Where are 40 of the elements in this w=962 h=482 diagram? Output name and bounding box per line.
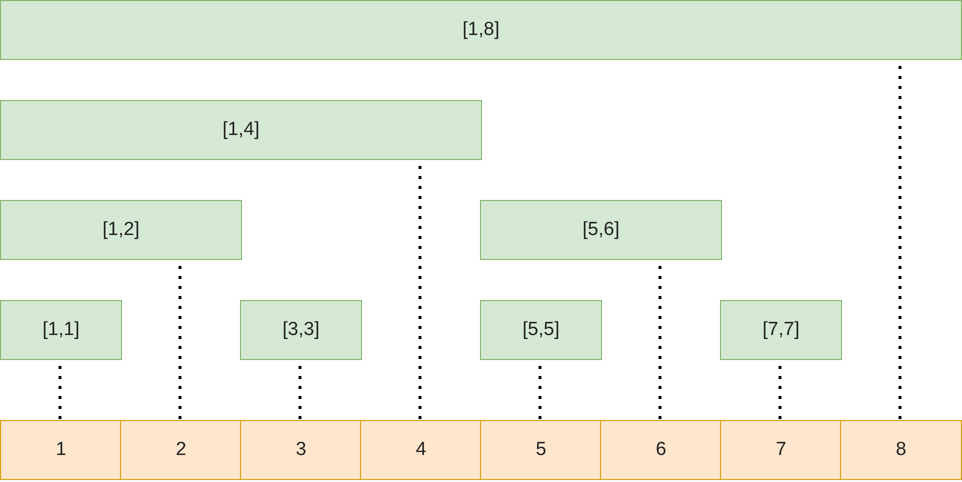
array-cell — [0, 420, 122, 480]
index-number: 6 — [656, 439, 666, 461]
range-label: [1,2] — [102, 219, 140, 241]
dotted-connector — [538, 366, 542, 420]
range-box — [0, 200, 242, 260]
index-number: 2 — [176, 439, 186, 461]
range-label: [1,1] — [42, 319, 80, 341]
range-box — [240, 300, 362, 360]
array-cell — [240, 420, 362, 480]
index-number: 1 — [56, 439, 66, 461]
dotted-connector — [418, 166, 422, 420]
dotted-connector — [778, 366, 782, 420]
range-label: [7,7] — [762, 319, 800, 341]
range-box — [0, 0, 962, 60]
dotted-connector — [178, 266, 182, 420]
array-cell — [840, 420, 962, 480]
range-label: [5,5] — [522, 319, 560, 341]
dotted-connector — [298, 366, 302, 420]
array-cell — [720, 420, 842, 480]
index-number: 3 — [296, 439, 306, 461]
range-box — [480, 200, 722, 260]
range-box — [0, 100, 482, 160]
range-label: [3,3] — [282, 319, 320, 341]
array-cell — [600, 420, 722, 480]
range-box — [0, 300, 122, 360]
dotted-connector — [58, 366, 62, 420]
dotted-connector — [658, 266, 662, 420]
index-number: 5 — [536, 439, 546, 461]
index-number: 8 — [896, 439, 906, 461]
range-label: [1,4] — [222, 119, 260, 141]
range-box — [720, 300, 842, 360]
dotted-connector — [898, 66, 902, 420]
array-cell — [480, 420, 602, 480]
range-label: [5,6] — [582, 219, 620, 241]
index-number: 7 — [776, 439, 786, 461]
range-label: [1,8] — [462, 19, 500, 41]
array-cell — [360, 420, 482, 480]
range-box — [480, 300, 602, 360]
array-cell — [120, 420, 242, 480]
index-number: 4 — [416, 439, 426, 461]
